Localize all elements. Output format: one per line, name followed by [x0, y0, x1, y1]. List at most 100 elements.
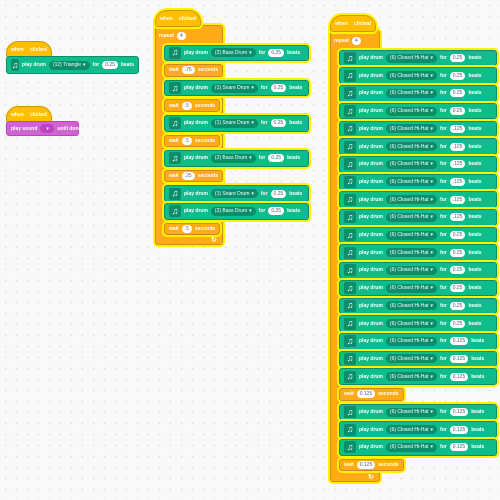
drum-dropdown[interactable]: (6) Closed Hi-Hat▾ [385, 283, 438, 293]
beats-input[interactable]: 0.25 [268, 48, 285, 57]
drum-dropdown[interactable]: (6) Closed Hi-Hat▾ [385, 195, 438, 205]
beats-input[interactable]: 0.125 [449, 337, 469, 346]
wait-seconds-input[interactable]: .5 [181, 224, 192, 233]
drum-dropdown[interactable]: (6) Closed Hi-Hat▾ [385, 212, 438, 222]
drum-dropdown[interactable]: (6) Closed Hi-Hat▾ [385, 248, 438, 258]
beats-input[interactable]: 0.25 [268, 154, 285, 163]
drum-dropdown[interactable]: (6) Closed Hi-Hat▾ [385, 88, 438, 98]
sound-dropdown[interactable]: ▾ [40, 124, 55, 133]
beats-input[interactable]: 0.25 [102, 61, 118, 69]
drum-dropdown[interactable]: (6) Closed Hi-Hat▾ [385, 71, 438, 81]
drum-dropdown[interactable]: (6) Closed Hi-Hat▾ [385, 230, 438, 240]
drum-dropdown[interactable]: (6) Closed Hi-Hat▾ [385, 265, 438, 275]
drum-dropdown[interactable]: (1) Snare Drum▾ [210, 189, 258, 199]
drum-dropdown[interactable]: (6) Closed Hi-Hat▾ [385, 124, 438, 134]
wait-seconds-input[interactable]: .75 [181, 66, 195, 75]
beats-input[interactable]: 0.25 [449, 54, 466, 63]
drum-dropdown[interactable]: (6) Closed Hi-Hat▾ [385, 301, 438, 311]
drum-dropdown[interactable]: (1) Snare Drum▾ [210, 118, 258, 128]
drum-dropdown[interactable]: (6) Closed Hi-Hat▾ [385, 407, 438, 417]
beats-input[interactable]: 0.125 [449, 354, 469, 363]
drum-dropdown[interactable]: (6) Closed Hi-Hat▾ [385, 177, 438, 187]
beats-input[interactable]: 0.125 [449, 425, 469, 434]
drum-dropdown[interactable]: (6) Closed Hi-Hat▾ [385, 142, 438, 152]
drum-dropdown[interactable]: (6) Closed Hi-Hat▾ [385, 372, 438, 382]
beats-input[interactable]: 0.25 [270, 119, 287, 128]
drum-dropdown[interactable]: (6) Closed Hi-Hat▾ [385, 159, 438, 169]
beats-input[interactable]: 0.25 [449, 231, 466, 240]
repeat-count-input[interactable]: 4 [352, 36, 361, 45]
beats-input[interactable]: 0.25 [449, 71, 466, 80]
beats-input[interactable]: .125 [449, 142, 466, 151]
drum-dropdown[interactable]: (6) Closed Hi-Hat▾ [385, 319, 438, 329]
beats-input[interactable]: .125 [449, 177, 466, 186]
drum-dropdown[interactable]: (6) Closed Hi-Hat▾ [385, 442, 438, 452]
wait-seconds-input[interactable]: .25 [181, 172, 195, 181]
wait-seconds-input[interactable]: .5 [181, 101, 192, 110]
beats-input[interactable]: 0.125 [449, 372, 469, 381]
wait-seconds-input[interactable]: .5 [181, 136, 192, 145]
drum-dropdown[interactable]: (12) Triangle▾ [48, 60, 90, 70]
beats-input[interactable]: 0.25 [449, 284, 466, 293]
beats-input[interactable]: 0.25 [449, 319, 466, 328]
beats-input[interactable]: 0.125 [449, 443, 469, 452]
play-sound-until-done-block[interactable]: play sound ▾ until done [6, 121, 81, 136]
drum-dropdown[interactable]: (6) Closed Hi-Hat▾ [385, 425, 438, 435]
drum-dropdown[interactable]: (6) Closed Hi-Hat▾ [385, 336, 438, 346]
drum-dropdown[interactable]: (2) Bass Drum▾ [210, 153, 256, 163]
beats-input[interactable]: 0.25 [449, 301, 466, 310]
drum-dropdown[interactable]: (6) Closed Hi-Hat▾ [385, 53, 438, 63]
beats-input[interactable]: 0.25 [268, 207, 285, 216]
drum-dropdown[interactable]: (2) Bass Drum▾ [210, 48, 256, 58]
drum-dropdown[interactable]: (6) Closed Hi-Hat▾ [385, 354, 438, 364]
drum-dropdown[interactable]: (1) Snare Drum▾ [210, 83, 258, 93]
beats-input[interactable]: 0.25 [449, 107, 466, 116]
beats-input[interactable]: 0.125 [449, 408, 469, 417]
beats-input[interactable]: .125 [449, 124, 466, 133]
play-drum-block[interactable]: ♫ play drum (12) Triangle▾ for 0.25 beat… [6, 56, 139, 74]
repeat-count-input[interactable]: 4 [177, 31, 186, 40]
beats-input[interactable]: .125 [449, 213, 466, 222]
wait-seconds-input[interactable]: 0.125 [356, 461, 376, 470]
drum-dropdown[interactable]: (6) Closed Hi-Hat▾ [385, 106, 438, 116]
wait-seconds-input[interactable]: 0.125 [356, 390, 376, 399]
beats-input[interactable]: 0.25 [449, 266, 466, 275]
beats-input[interactable]: 0.25 [270, 189, 287, 198]
beats-input[interactable]: 0.25 [270, 84, 287, 93]
